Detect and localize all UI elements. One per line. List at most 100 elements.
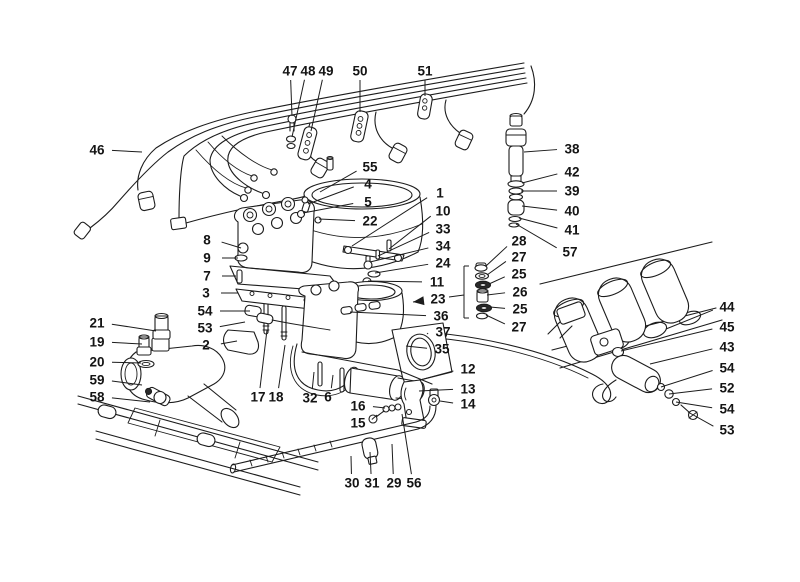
seal-ring-20 [137, 359, 155, 369]
part-label-40: 40 [564, 204, 579, 219]
leader-line-43 [649, 348, 713, 365]
leader-line-4 [307, 186, 354, 205]
distributor-caps [242, 196, 303, 236]
part-label-25: 25 [511, 267, 527, 282]
leader-line-31 [369, 451, 372, 475]
leader-line-5 [302, 203, 354, 214]
union-nut [170, 216, 188, 231]
stud-33 [375, 249, 381, 260]
part-label-6: 6 [324, 390, 332, 405]
part-label-52: 52 [719, 381, 734, 396]
part-label-20: 20 [89, 355, 104, 370]
manifold-runner [640, 258, 690, 324]
union-54 [244, 304, 262, 318]
bolt-15 [368, 410, 385, 424]
leader-line-27 [486, 261, 507, 276]
washer-24 [367, 270, 381, 278]
leader-line-44 [665, 309, 714, 330]
leader-line-19 [111, 341, 143, 345]
leader-line-17 [259, 329, 268, 389]
leader-line-12 [419, 370, 454, 381]
part-label-28: 28 [511, 234, 527, 249]
part-label-27: 27 [511, 320, 526, 335]
pipe-union [310, 157, 330, 179]
leader-line-22 [318, 218, 356, 222]
part-label-44: 44 [719, 300, 735, 315]
nut-5 [296, 209, 306, 219]
part-label-33: 33 [435, 222, 451, 237]
leader-line-24 [374, 263, 429, 274]
leader-line-34 [369, 247, 429, 263]
leader-line-2 [220, 340, 238, 345]
leader-line-10 [388, 215, 432, 250]
leader-line-59 [111, 380, 143, 386]
part-label-31: 31 [364, 476, 380, 491]
part-label-48: 48 [300, 64, 316, 79]
leader-line-42 [521, 173, 558, 184]
floating-bolt [326, 155, 334, 171]
part-label-10: 10 [435, 204, 450, 219]
leader-line-25 [488, 276, 505, 285]
leader-line-49 [310, 79, 323, 132]
sensor-19 [136, 334, 152, 356]
washer-27 [475, 312, 489, 320]
cap-28 [474, 264, 488, 272]
pipe-end-fitting [137, 190, 156, 212]
plug-boot-40 [507, 199, 525, 216]
pipe-grommet-48 [285, 135, 297, 150]
leader-line-28 [485, 246, 508, 267]
part-label-55: 55 [362, 160, 378, 175]
leader-line-18 [278, 344, 286, 389]
leader-line-57 [515, 223, 557, 249]
leader-line-32 [311, 371, 315, 390]
supply-line-fittings [222, 304, 331, 355]
leader-line-26 [486, 292, 506, 296]
fitting-8 [237, 242, 249, 254]
part-label-21: 21 [89, 316, 105, 331]
part-label-59: 59 [89, 373, 104, 388]
pipe-clamp-51 [417, 93, 433, 120]
leader-line-1 [351, 197, 428, 247]
part-label-12: 12 [460, 362, 475, 377]
bolt-7 [236, 269, 243, 284]
leader-line-45 [620, 328, 713, 352]
leader-line-29 [391, 443, 394, 475]
leader-line-40 [521, 205, 558, 211]
leader-line-53 [687, 411, 714, 427]
part-label-50: 50 [352, 64, 367, 79]
part-label-34: 34 [435, 239, 451, 254]
bolt-34 [363, 255, 373, 270]
leader-line-37 [426, 332, 429, 335]
thermostat-housing-assembly [120, 312, 240, 429]
leader-line-35 [405, 345, 428, 349]
part-label-54: 54 [719, 361, 735, 376]
leader-line-11 [367, 280, 423, 283]
leader-line-46 [111, 149, 143, 153]
bracket-2 [222, 329, 260, 355]
engine-block-rails [77, 395, 319, 496]
part-label-27: 27 [511, 250, 526, 265]
injection-unions-36 [340, 301, 381, 315]
part-label-18: 18 [268, 390, 284, 405]
part-label-9: 9 [203, 251, 211, 266]
part-label-49: 49 [318, 64, 333, 79]
part-label-58: 58 [89, 390, 105, 405]
injection-pipe-bundle [73, 62, 536, 240]
sensor-58-59 [144, 386, 171, 407]
part-label-29: 29 [386, 476, 401, 491]
o-ring-41 [508, 215, 522, 223]
leader-line-27 [485, 314, 506, 325]
stud-10 [386, 239, 392, 252]
arrowhead-23 [413, 296, 425, 306]
part-label-16: 16 [350, 399, 366, 414]
fuel-supply-line [229, 405, 437, 474]
leader-line-41 [518, 217, 558, 229]
part-label-42: 42 [564, 165, 579, 180]
leader-line-16 [372, 406, 386, 409]
leader-line-47 [290, 79, 293, 117]
leader-line-15 [371, 414, 378, 420]
part-label-22: 22 [362, 214, 377, 229]
fuel-metering-unit-upper [229, 155, 424, 341]
